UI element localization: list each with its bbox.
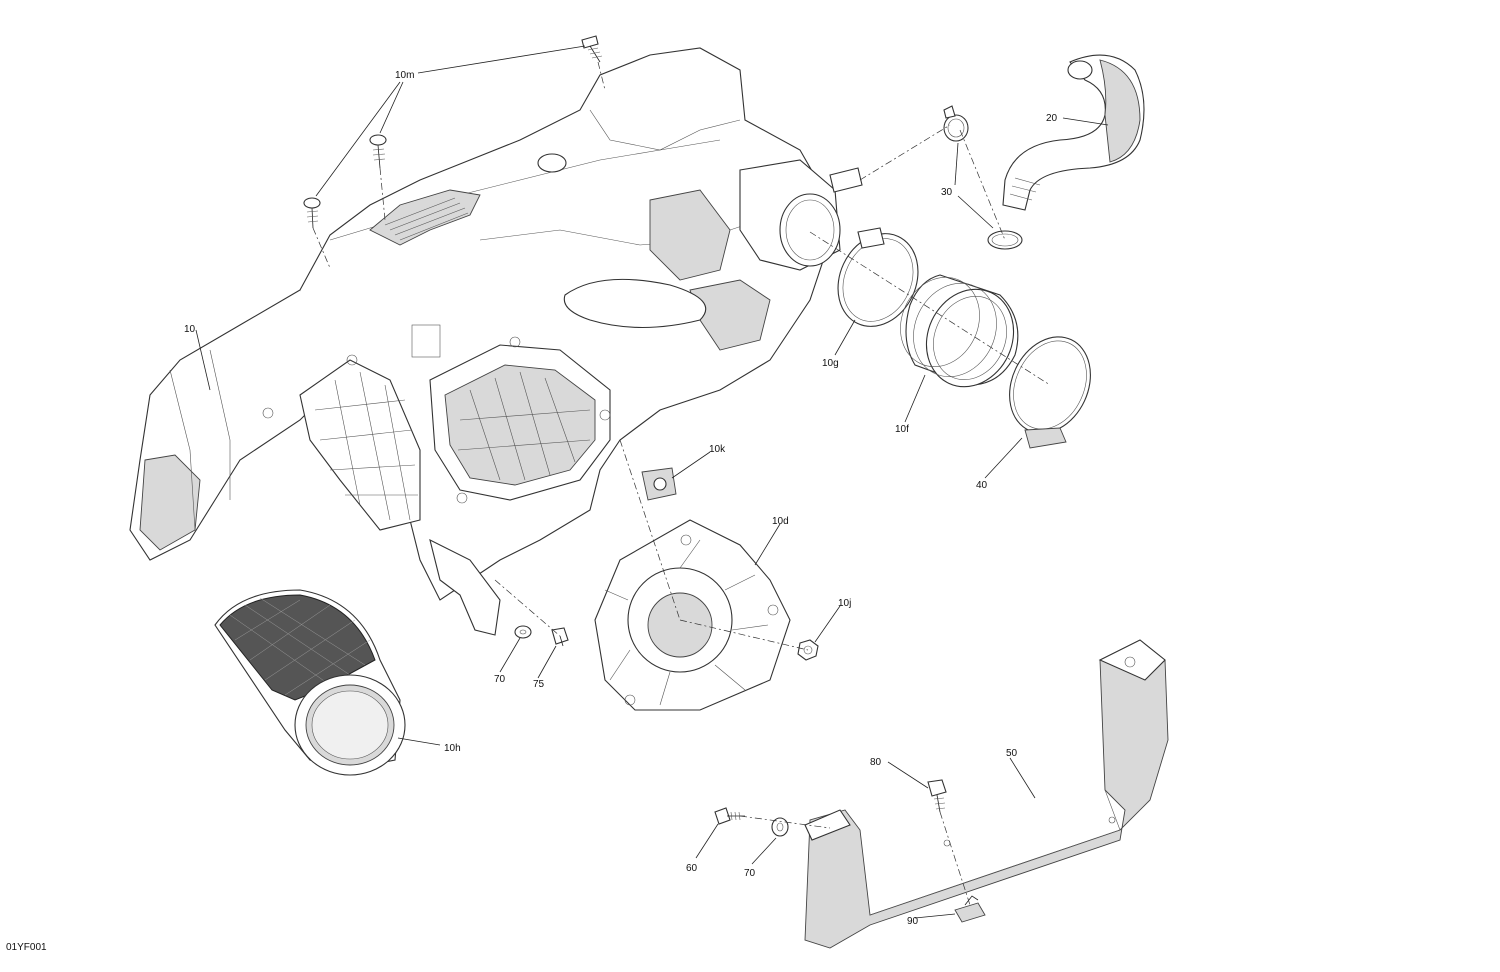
callout-80: 80 [870,757,882,768]
washer-part-70-lower [771,817,789,837]
callout-60: 60 [686,863,698,874]
callout-10j: 10j [838,598,851,609]
bolt-part-80 [927,779,947,813]
hose-clamp-part-10g [837,227,919,327]
callout-70-upper: 70 [494,674,506,685]
hose-clamp-part-40 [1009,336,1091,449]
clamp-part-30-top [943,105,969,142]
filter-cover-part-10d [594,519,791,711]
washer-part-70-upper [514,625,532,639]
callout-10k: 10k [709,444,726,455]
callout-90: 90 [907,916,919,927]
callout-10: 10 [184,324,196,335]
callout-10h: 10h [444,743,461,754]
air-filter-element-part-10h [214,589,406,776]
screw-part-10m-a [581,35,603,63]
callout-10f: 10f [895,424,909,435]
callout-75: 75 [533,679,545,690]
callout-labels: 10m 20 30 10 10g 10f 40 10k 10d 10j 70 7… [184,70,1058,927]
diagram-reference-code: 01YF001 [6,942,47,953]
screw-part-10m-c [303,197,321,229]
callout-40: 40 [976,480,988,491]
clamp-part-30-bottom [987,230,1023,250]
rubber-coupler-part-10f [900,274,1019,388]
clip-nut-part-90 [954,895,986,923]
callout-10g: 10g [822,358,839,369]
callout-70-lower: 70 [744,868,756,879]
screw-part-10m-b [369,134,387,169]
bolt-part-75 [551,627,569,647]
bolt-part-60 [714,807,745,825]
callout-10d: 10d [772,516,789,527]
callout-10m: 10m [395,70,414,81]
callout-50: 50 [1006,748,1018,759]
callout-20: 20 [1046,113,1058,124]
mounting-bracket-part-50 [804,639,1169,949]
clip-nut-part-10k [641,467,677,501]
leader-lines [195,45,1109,919]
callout-30: 30 [941,187,953,198]
assembly-centerlines [312,61,1051,906]
hose-part-20 [1002,54,1145,211]
airbox-housing-part-10 [129,47,863,636]
